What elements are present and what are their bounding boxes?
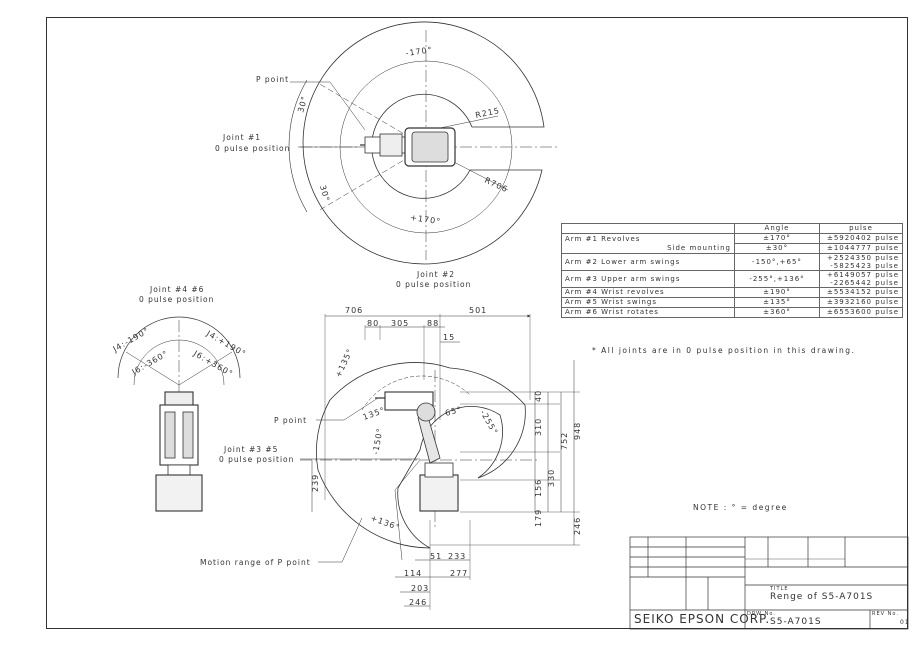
- dim-706: 706: [345, 306, 363, 315]
- j4-plus-label: J4:+190°: [204, 328, 248, 358]
- title-label: TITLE: [770, 586, 789, 592]
- table-row: Arm #6 Wrist rotates ±360° ±6553600 puls…: [561, 307, 903, 318]
- degree-note: NOTE : ° = degree: [693, 503, 788, 512]
- angle-30-upper: 30°: [296, 95, 309, 114]
- dim-310: 310: [534, 418, 543, 436]
- dim-88: 88: [427, 319, 439, 328]
- dim-246: 246: [573, 517, 582, 535]
- joint35-label-line1: Joint #3 #5: [223, 445, 278, 454]
- table-row: Arm #5 Wrist swings ±135° ±3932160 pulse: [561, 297, 903, 308]
- header-pulse: pulse: [819, 223, 903, 234]
- motion-range-label: Motion range of P point: [200, 558, 311, 567]
- side-p-point-label: P point: [274, 416, 307, 425]
- joint46-label-line2: 0 pulse position: [139, 295, 214, 304]
- row-label: Arm #1 Revolves: [565, 234, 641, 243]
- angle-plus170: +170°: [410, 213, 442, 226]
- joint1-label-line1: Joint #1: [222, 133, 261, 142]
- dim-948: 948: [573, 422, 582, 440]
- drawing-title: Renge of S5-A701S: [770, 592, 874, 602]
- header-angle: Angle: [734, 223, 820, 234]
- dim-246-bottom: 246: [409, 598, 427, 607]
- top-view-labels: P point Joint #1 0 pulse position -170° …: [215, 45, 509, 226]
- drw-no-label: DRW No.: [747, 611, 776, 617]
- dim-330: 330: [547, 469, 556, 487]
- j6-plus-label: J6:+360°: [191, 348, 235, 378]
- table-footnote: * All joints are in 0 pulse position in …: [592, 346, 856, 355]
- cell-pulse: ±6553600 pulse: [819, 307, 903, 318]
- row-sublabel: Side mounting: [667, 243, 731, 252]
- cell-angle: -150°,+65°: [734, 253, 820, 271]
- joint2-label-line2: 0 pulse position: [396, 280, 471, 289]
- table-header-row: Angle pulse: [561, 223, 903, 234]
- dimension-labels: 706 501 80 305 88 15 40 310 948 752 330 …: [311, 306, 582, 607]
- table-row: Arm #2 Lower arm swings -150°,+65° +2524…: [561, 253, 903, 271]
- table-row: Arm #3 Upper arm swings -255°,+136° +614…: [561, 270, 903, 288]
- cell-pulse: +6149057 pulse: [826, 271, 899, 279]
- dim-501: 501: [469, 306, 487, 315]
- cell-pulse: ±5534152 pulse: [819, 287, 903, 298]
- cell-angle: -255°,+136°: [734, 270, 820, 288]
- dim-277: 277: [450, 569, 468, 578]
- angle-plus135: +135°: [334, 347, 355, 379]
- j6-minus-label: J6:-360°: [130, 349, 170, 377]
- angle-65: 65°: [444, 405, 463, 418]
- joint46-label-line1: Joint #4 #6: [149, 285, 204, 294]
- company-name: SEIKO EPSON CORP.: [634, 612, 771, 626]
- top-p-point-label: P point: [256, 75, 289, 84]
- drawing-frame: [46, 17, 908, 629]
- j4-minus-label: J4:-190°: [111, 326, 151, 354]
- angle-135: 135°: [362, 405, 387, 421]
- dim-233: 233: [448, 552, 466, 561]
- cell-pulse: ±1044777 pulse: [819, 243, 903, 254]
- cell-angle: ±170°: [734, 233, 820, 244]
- dim-752: 752: [560, 432, 569, 450]
- top-view: [288, 21, 560, 265]
- angle-30-lower: 30°: [318, 184, 331, 203]
- dim-15: 15: [443, 333, 455, 342]
- dim-40: 40: [534, 390, 543, 402]
- row-label: Arm #5 Wrist swings: [561, 297, 735, 308]
- dim-80: 80: [367, 319, 379, 328]
- dim-179: 179: [534, 509, 543, 527]
- angle-minus170: -170°: [405, 45, 433, 58]
- angle-plus136: +136°: [369, 513, 401, 532]
- side-view: [300, 314, 580, 610]
- dim-203: 203: [411, 584, 429, 593]
- cell-pulse: +2524350 pulse: [826, 254, 899, 262]
- cell-angle: ±360°: [734, 307, 820, 318]
- joint2-label-line1: Joint #2: [416, 270, 455, 279]
- cell-pulse: ±3932160 pulse: [819, 297, 903, 308]
- table-row: Arm #4 Wrist revolves ±190° ±5534152 pul…: [561, 287, 903, 298]
- joint35-label-line2: 0 pulse position: [219, 455, 294, 464]
- cell-angle: ±30°: [734, 243, 820, 254]
- cell-angle: ±190°: [734, 287, 820, 298]
- dim-114: 114: [404, 569, 422, 578]
- radius-215: R215: [475, 106, 501, 120]
- cell-pulse: -2265442 pulse: [830, 279, 899, 287]
- row-label: Arm #4 Wrist revolves: [561, 287, 735, 298]
- row-label: Arm #3 Upper arm swings: [561, 270, 735, 288]
- rev-label: REV No.: [872, 611, 899, 617]
- drawing-number: S5-A701S: [770, 617, 822, 627]
- cell-pulse: ±5920402 pulse: [819, 233, 903, 244]
- row-label: Arm #6 Wrist rotates: [561, 307, 735, 318]
- dim-51: 51: [430, 552, 442, 561]
- dim-305: 305: [391, 319, 409, 328]
- dim-239: 239: [311, 474, 320, 492]
- angle-minus150: -150°: [371, 427, 385, 455]
- cell-pulse: -5825423 pulse: [830, 262, 899, 270]
- front-view: [117, 316, 241, 512]
- row-label: Arm #2 Lower arm swings: [561, 253, 735, 271]
- revision-number: 01: [900, 619, 910, 626]
- cell-angle: ±135°: [734, 297, 820, 308]
- radius-706: R706: [483, 176, 509, 195]
- dim-156: 156: [534, 479, 543, 497]
- joint1-label-line2: 0 pulse position: [215, 144, 290, 153]
- title-block: [629, 536, 909, 630]
